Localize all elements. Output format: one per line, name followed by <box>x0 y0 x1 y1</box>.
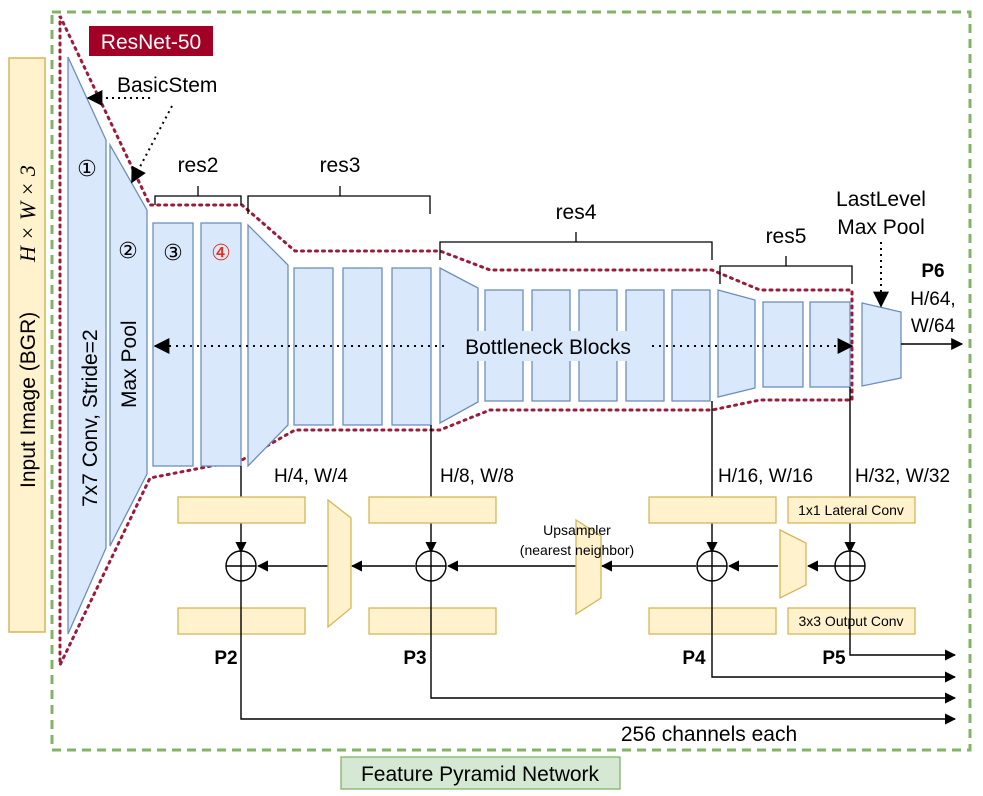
res3-label: res3 <box>320 154 361 177</box>
p5-label: P5 <box>822 648 846 669</box>
res5-label: res5 <box>766 225 807 248</box>
bottleneck-label-bg <box>449 331 647 361</box>
res5-block-3 <box>809 301 851 388</box>
p4-output-line <box>711 581 957 683</box>
p5-output-line <box>849 581 957 661</box>
channels-label: 256 channels each <box>621 723 797 746</box>
last-level-label-2: Max Pool <box>837 216 925 239</box>
res4-block-6 <box>671 289 711 402</box>
res3-block-4 <box>391 267 432 426</box>
res3-brace <box>247 186 431 214</box>
fpn-label: Feature Pyramid Network <box>361 763 600 786</box>
res5-size-label: H/32, W/32 <box>855 466 950 487</box>
upsampler-label-2: (nearest neighbor) <box>520 542 634 558</box>
input-dims-label: H × W × 3 <box>15 165 40 263</box>
last-level-pool-block <box>861 302 902 387</box>
upsampler-p4-p3 <box>575 518 602 616</box>
res4-brace <box>439 232 713 260</box>
res2-brace <box>154 186 242 205</box>
input-image-label: Input Image (BGR) <box>17 312 40 488</box>
res3-block-3 <box>342 267 383 426</box>
upsampler-label-1: Upsampler <box>543 522 611 538</box>
upsampler-p3-p2 <box>327 498 352 629</box>
adder-p4 <box>696 550 728 582</box>
lateral-conv-label: 1x1 Lateral Conv <box>798 502 904 518</box>
resnet-outline <box>58 15 854 666</box>
p2-label: P2 <box>214 648 237 669</box>
p3-label: P3 <box>403 648 426 669</box>
p3-output-line <box>430 581 957 704</box>
output-conv-p5 <box>787 607 916 635</box>
p6-size-w: W/64 <box>911 316 956 337</box>
max-pool-label: Max Pool <box>118 320 141 408</box>
res5-block-1 <box>717 289 756 398</box>
output-conv-p3 <box>368 607 497 635</box>
step-4-marker: ④ <box>211 240 231 265</box>
p6-label: P6 <box>921 261 944 282</box>
fpn-border <box>50 10 972 752</box>
conv-stem-block <box>67 56 107 635</box>
bottleneck-label: Bottleneck Blocks <box>465 336 631 359</box>
step-2-marker: ② <box>118 238 138 263</box>
lateral-conv-p2 <box>177 496 306 524</box>
input-image-box <box>8 57 46 633</box>
lateral-conv-p4 <box>648 496 777 524</box>
conv-label: 7x7 Conv, Stride=2 <box>79 329 102 507</box>
res3-size-label: H/8, W/8 <box>440 466 514 487</box>
lateral-conv-p3 <box>368 496 497 524</box>
basic-stem-arrow-2 <box>131 105 173 184</box>
adder-p5 <box>834 550 866 582</box>
adder-p2 <box>225 550 257 582</box>
upsampler-p5-p4 <box>779 528 807 600</box>
max-pool-block <box>109 142 148 547</box>
resnet-badge <box>89 26 213 56</box>
res2-size-label: H/4, W/4 <box>274 466 348 487</box>
res5-brace <box>719 256 853 284</box>
last-level-label-1: LastLevel <box>836 188 926 211</box>
fpn-label-box <box>340 756 621 790</box>
step-3-marker: ③ <box>163 240 183 265</box>
res2-label: res2 <box>178 154 219 177</box>
adder-p3 <box>415 550 447 582</box>
res4-label: res4 <box>556 201 597 224</box>
resnet-badge-label: ResNet-50 <box>101 31 201 54</box>
p6-size-h: H/64, <box>910 289 955 310</box>
step-1-marker: ① <box>77 156 97 181</box>
p2-output-line <box>240 581 957 725</box>
p4-label: P4 <box>682 648 706 669</box>
basic-stem-label: BasicStem <box>117 74 217 97</box>
res4-size-label: H/16, W/16 <box>718 466 813 487</box>
lateral-conv-p5 <box>787 496 916 524</box>
res3-block-2 <box>293 267 334 426</box>
res5-block-2 <box>762 301 804 388</box>
output-conv-label: 3x3 Output Conv <box>798 613 903 629</box>
